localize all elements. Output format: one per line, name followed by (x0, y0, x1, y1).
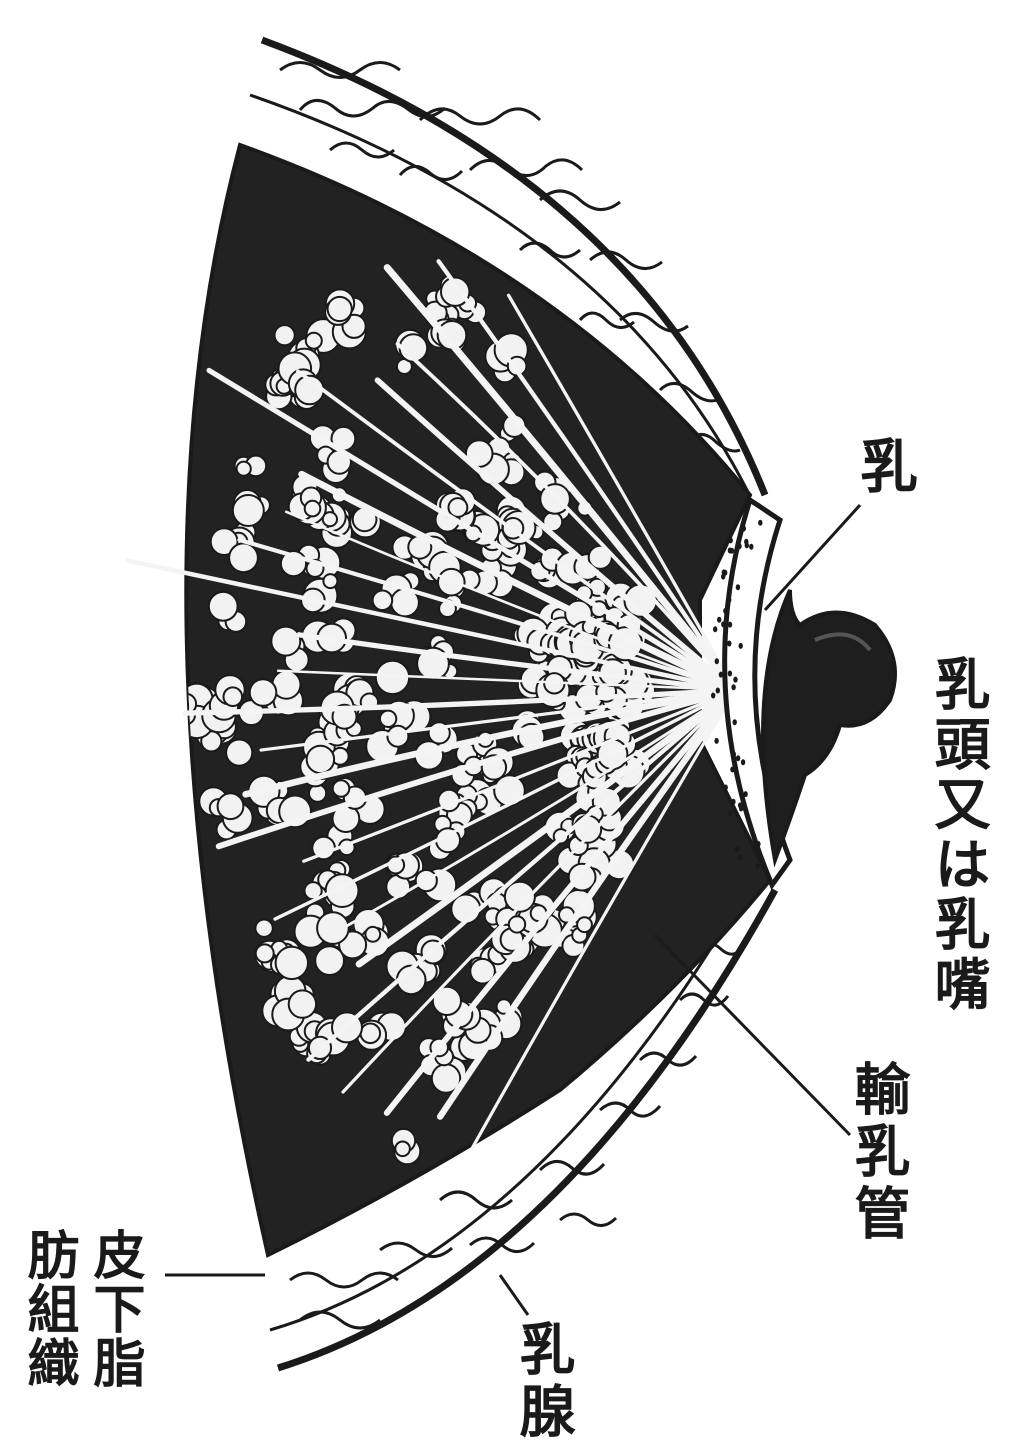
areola-dot (736, 584, 740, 590)
label-subcutaneous-fat-line2: 肪組織 (22, 1228, 74, 1390)
areola-dot (732, 751, 736, 757)
areola-dot (723, 608, 727, 614)
areola-dot (741, 759, 745, 765)
areola-dot (739, 806, 743, 812)
label-subcutaneous-fat-line1: 皮下脂 (88, 1228, 140, 1390)
areola-dot (749, 544, 753, 550)
label-areola: 乳 (855, 436, 913, 500)
areola-dot (728, 671, 732, 677)
areola-dot (730, 767, 734, 773)
lobule-cluster (235, 456, 267, 477)
areola-dot (756, 863, 760, 869)
areola-dot (727, 641, 731, 647)
areola-dot (745, 542, 749, 548)
areola-dot (730, 548, 734, 554)
label-milk-ducts: 輸乳管 (850, 1060, 906, 1246)
areola-dot (739, 643, 743, 649)
label-mammary-gland: 乳腺 (515, 1320, 571, 1444)
areola-dot (714, 738, 718, 744)
nipple (763, 590, 895, 860)
areola-dot (738, 855, 742, 861)
areola-dot (733, 719, 737, 725)
areola-dot (723, 570, 727, 576)
leader-line-gland (500, 1275, 528, 1315)
areola-dot (729, 537, 733, 543)
areola-dot (758, 520, 762, 526)
areola-dot (727, 597, 731, 603)
areola-dot (719, 672, 723, 678)
areola-dot (724, 785, 728, 791)
areola-dot (716, 688, 720, 694)
areola-dot (728, 622, 732, 628)
label-nipple: 乳頭又は乳嘴 (930, 655, 986, 1015)
areola-dot (715, 658, 719, 664)
areola-dot (745, 832, 749, 838)
areola-dot (731, 684, 735, 690)
areola-dot (728, 810, 732, 816)
areola-dot (717, 617, 721, 623)
areola-dot (735, 847, 739, 853)
areola-dot (742, 526, 746, 532)
areola-dot (731, 799, 735, 805)
areola-dot (713, 626, 717, 632)
areola-dot (711, 693, 715, 699)
areola-dot (733, 677, 737, 683)
areola-dot (743, 791, 747, 797)
areola-dot (737, 543, 741, 549)
areola-dot (736, 755, 740, 761)
areola-dot (721, 621, 725, 627)
areola-dot (756, 841, 760, 847)
